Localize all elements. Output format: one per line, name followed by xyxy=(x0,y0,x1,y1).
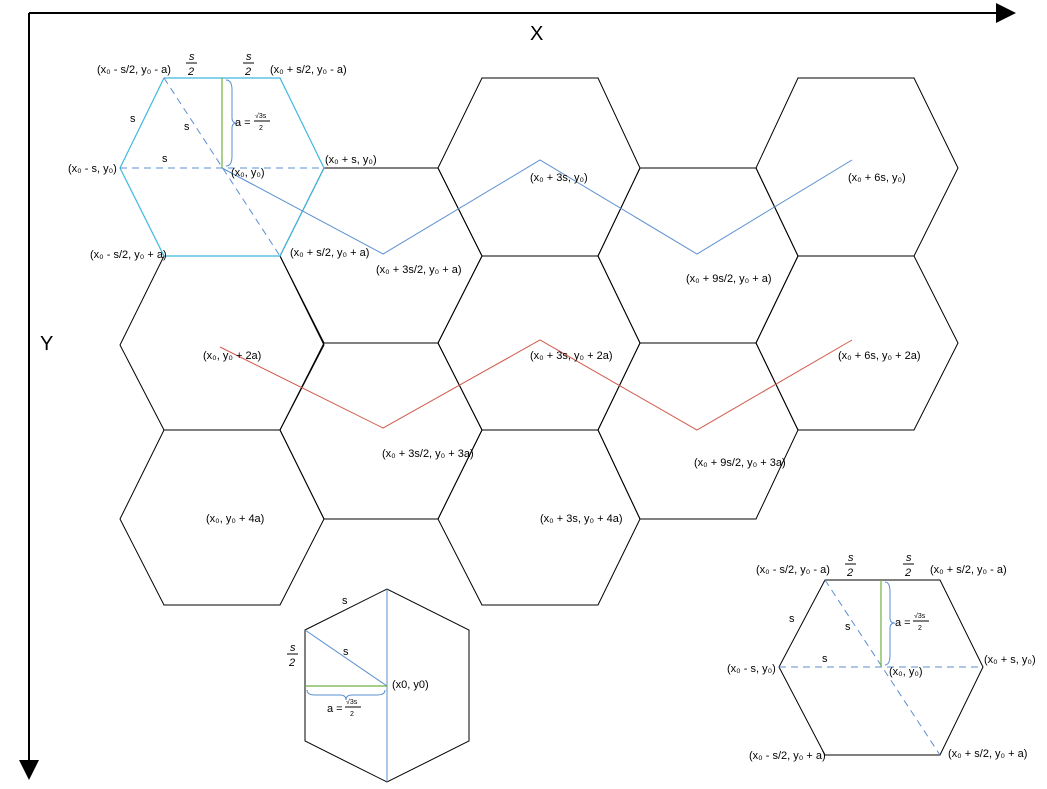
label-bottom-left: (x₀ - s/2, y₀ + a) xyxy=(90,249,167,261)
label-top-right: (x₀ + s/2, y₀ - a) xyxy=(930,564,1007,576)
cell-label: (x₀, y₀ + 4a) xyxy=(206,513,264,525)
radius-s-label: s xyxy=(343,646,349,658)
hexagon xyxy=(437,77,641,257)
half-s-den: 2 xyxy=(904,567,911,579)
brace xyxy=(225,79,238,167)
hexagon xyxy=(437,255,641,431)
label-left: (x₀ - s, y₀) xyxy=(727,663,776,675)
inset-reference-hexagon: (x₀ - s/2, y₀ - a) (x₀ + s/2, y₀ - a) (x… xyxy=(727,552,1036,762)
diag-s-label: s xyxy=(845,621,851,633)
label-top-left: (x₀ - s/2, y₀ - a) xyxy=(97,64,171,76)
apothem-eq: a = xyxy=(895,617,911,629)
cell-label: (x₀ + 9s/2, y₀ + 3a) xyxy=(694,457,786,469)
hexagon xyxy=(755,77,959,257)
apothem-eq: a = xyxy=(235,117,251,129)
dashed-diagonal xyxy=(824,579,941,756)
apothem-num: √3s xyxy=(346,698,358,706)
label-left: (x₀ - s, y₀) xyxy=(68,163,117,175)
apothem-den: 2 xyxy=(350,711,354,718)
side-s-label: s xyxy=(130,113,136,125)
half-s-den: 2 xyxy=(846,567,853,579)
y-axis-label: Y xyxy=(40,333,53,355)
cell-label: (x₀ + 3s/2, y₀ + a) xyxy=(376,264,462,276)
half-s-den: 2 xyxy=(288,657,295,669)
radius-line xyxy=(304,629,388,687)
red-path xyxy=(219,339,853,431)
inset-center-label: (x0, y0) xyxy=(392,679,429,691)
cell-label: (x₀ + 6s, y₀ + 2a) xyxy=(838,350,921,362)
half-s-num: s xyxy=(848,552,854,564)
side-s-label: s xyxy=(789,613,795,625)
half-s-num: s xyxy=(246,51,252,63)
apothem-den: 2 xyxy=(259,125,263,132)
label-bottom-right: (x₀ + s/2, y₀ + a) xyxy=(290,247,369,259)
apothem-num: √3s xyxy=(914,612,926,620)
diag-s-label: s xyxy=(184,121,190,133)
half-s-num: s xyxy=(189,51,195,63)
hexagon xyxy=(755,255,959,431)
cell-label: (x₀ + 3s/2, y₀ + 3a) xyxy=(382,448,474,460)
side-s-label: s xyxy=(342,595,348,607)
apothem-num: √3s xyxy=(255,112,267,120)
label-right: (x₀ + s, y₀) xyxy=(325,154,377,166)
brace xyxy=(884,581,896,666)
label-bottom-left: (x₀ - s/2, y₀ + a) xyxy=(749,750,826,762)
half-s-num: s xyxy=(290,642,296,654)
brace xyxy=(306,689,386,701)
label-bottom-right: (x₀ + s/2, y₀ + a) xyxy=(948,748,1027,760)
label-top-left: (x₀ - s/2, y₀ - a) xyxy=(756,564,830,576)
blue-path xyxy=(221,159,853,255)
cell-label: (x₀ + 3s, y₀ + 2a) xyxy=(530,350,613,362)
hexagon-grid xyxy=(119,77,959,606)
cell-label: (x₀, y₀ + 2a) xyxy=(203,350,261,362)
half-s-den: 2 xyxy=(187,66,194,78)
label-right: (x₀ + s, y₀) xyxy=(984,654,1036,666)
cell-label: (x₀ + 6s, y₀) xyxy=(848,172,906,184)
label-center: (x₀, y₀) xyxy=(889,666,923,678)
radius-s-label: s xyxy=(822,653,828,665)
apothem-eq: a = xyxy=(327,703,343,715)
half-s-num: s xyxy=(906,552,912,564)
label-center: (x₀, y₀) xyxy=(231,167,265,179)
hexagon xyxy=(597,342,799,520)
x-axis-label: X xyxy=(530,23,543,45)
cell-label: (x₀ + 3s, y₀) xyxy=(530,172,588,184)
label-top-right: (x₀ + s/2, y₀ - a) xyxy=(270,64,347,76)
half-s-den: 2 xyxy=(244,66,251,78)
inset-rotated-hexagon: s s s 2 (x0, y0) a = √3s 2 xyxy=(287,588,470,783)
apothem-den: 2 xyxy=(918,625,922,632)
cell-label: (x₀ + 9s/2, y₀ + a) xyxy=(686,273,772,285)
cell-label: (x₀ + 3s, y₀ + 4a) xyxy=(540,513,623,525)
radius-s-label: s xyxy=(162,153,168,165)
